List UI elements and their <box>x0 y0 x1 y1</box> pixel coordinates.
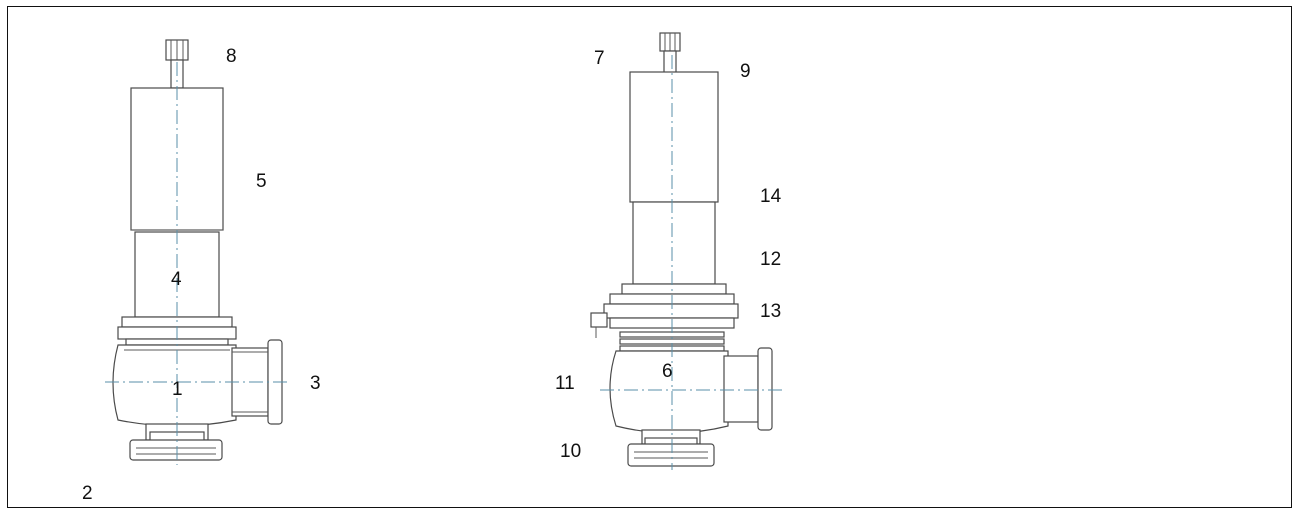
label-4: 4 <box>171 269 182 290</box>
right-top-fitting <box>659 32 681 82</box>
right-side-fitting <box>590 312 608 338</box>
right-upper-flange <box>603 283 739 329</box>
left-valve-body <box>112 344 237 427</box>
left-valve <box>105 39 290 465</box>
label-8: 8 <box>226 46 237 67</box>
label-5: 5 <box>256 171 267 192</box>
left-bottom-port <box>129 423 223 461</box>
label-13: 13 <box>760 301 782 322</box>
right-lantern <box>632 201 716 285</box>
right-side-port <box>723 347 773 431</box>
label-7: 7 <box>594 48 605 69</box>
right-bottom-port <box>627 429 715 467</box>
label-3: 3 <box>310 373 321 394</box>
label-2: 2 <box>82 483 93 504</box>
label-6: 6 <box>662 361 673 382</box>
label-10: 10 <box>560 441 582 462</box>
right-valve-body <box>609 350 729 434</box>
label-9: 9 <box>740 61 751 82</box>
right-actuator-cylinder <box>629 71 719 203</box>
label-12: 12 <box>760 249 782 270</box>
label-1: 1 <box>172 379 183 400</box>
label-14: 14 <box>760 186 782 207</box>
right-valve <box>590 32 785 470</box>
label-11: 11 <box>555 373 575 394</box>
